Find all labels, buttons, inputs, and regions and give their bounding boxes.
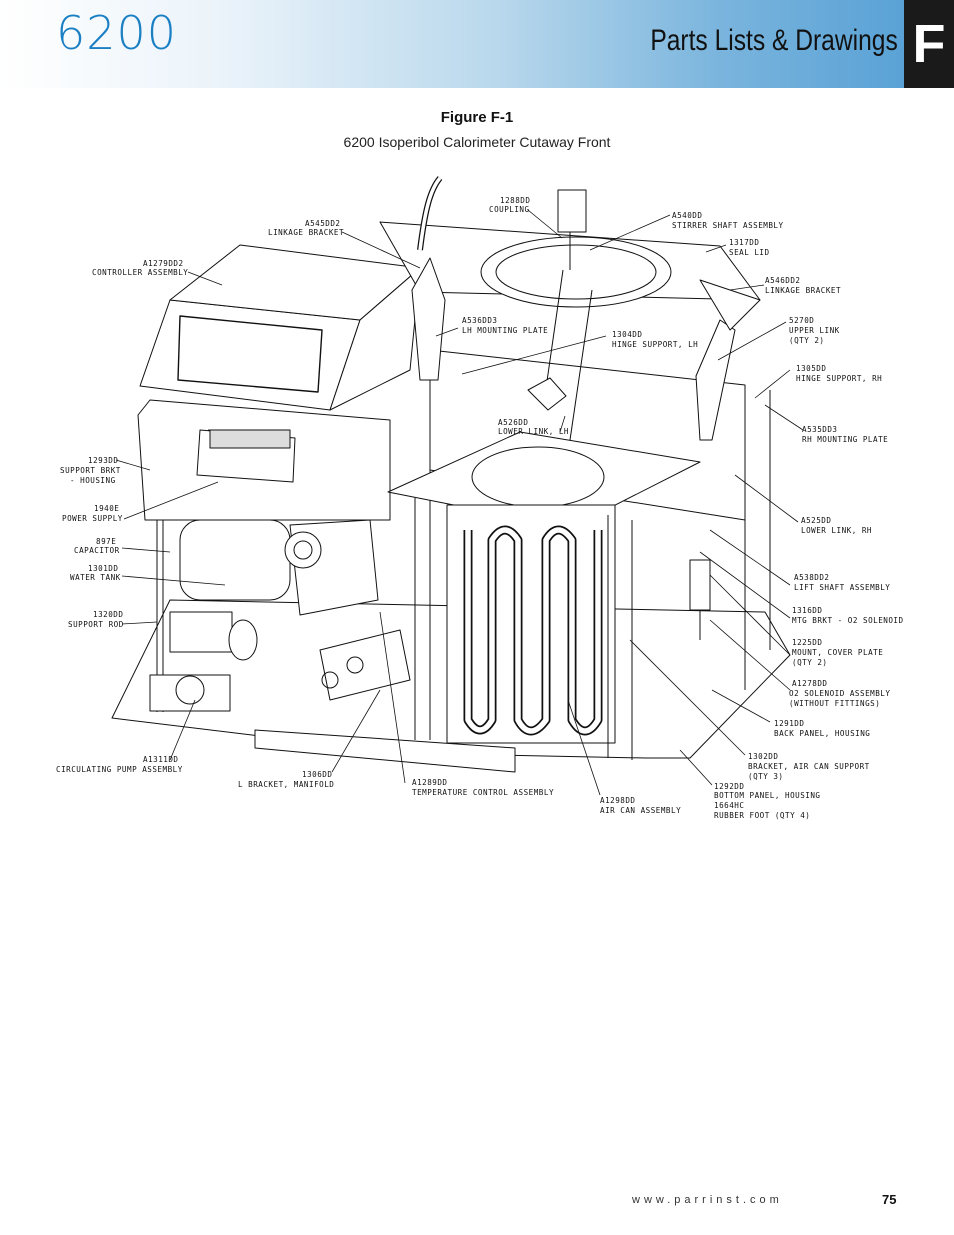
callout-1302dd-desc: BRACKET, AIR CAN SUPPORT (748, 762, 870, 771)
callout-a1311dd-code: A1311DD (143, 755, 179, 764)
callout-1301dd-desc: WATER TANK (70, 573, 121, 582)
callout-a540dd-code: A540DD (672, 211, 702, 220)
callout-a546dd2-code: A546DD2 (765, 276, 801, 285)
callout-a536dd3-code: A536DD3 (462, 316, 498, 325)
callout-a538dd2-desc: LIFT SHAFT ASSEMBLY (794, 583, 890, 592)
cutaway-drawing: 1288DD COUPLING A545DD2 LINKAGE BRACKET … (56, 176, 904, 820)
callout-1664hc-code: 1664HC (714, 801, 744, 810)
callout-a535dd3-code: A535DD3 (802, 425, 838, 434)
model-number: 6200 (56, 6, 178, 60)
callout-1288dd-code: 1288DD (500, 196, 530, 205)
callout-a546dd2-desc: LINKAGE BRACKET (765, 286, 841, 295)
callout-a536dd3-desc: LH MOUNTING PLATE (462, 326, 548, 335)
callout-a1278dd-note: (WITHOUT FITTINGS) (789, 699, 880, 708)
callout-a545dd2-desc: LINKAGE BRACKET (268, 228, 344, 237)
callout-1306dd-code: 1306DD (302, 770, 332, 779)
figure-caption: 6200 Isoperibol Calorimeter Cutaway Fron… (343, 134, 611, 150)
callout-1292dd-desc: BOTTOM PANEL, HOUSING (714, 791, 821, 800)
section-title: Parts Lists & Drawings (650, 24, 898, 57)
callout-1317dd-code: 1317DD (729, 238, 759, 247)
callout-labels: 1288DD COUPLING A545DD2 LINKAGE BRACKET … (56, 196, 904, 820)
callout-a1298dd-desc: AIR CAN ASSEMBLY (600, 806, 681, 815)
callout-1940e-desc: POWER SUPPLY (62, 514, 123, 523)
callout-a525dd-code: A525DD (801, 516, 831, 525)
callout-a1278dd-code: A1278DD (792, 679, 828, 688)
callout-a1289dd-code: A1289DD (412, 778, 448, 787)
callout-a1298dd-code: A1298DD (600, 796, 636, 805)
callout-1320dd-desc: SUPPORT ROD (68, 620, 124, 629)
callout-1291dd-code: 1291DD (774, 719, 804, 728)
callout-1302dd-code: 1302DD (748, 752, 778, 761)
callout-a526dd-code: A526DD (498, 418, 528, 427)
callout-a538dd2-code: A538DD2 (794, 573, 830, 582)
callout-897e-code: 897E (96, 537, 116, 546)
callout-leaders (115, 209, 804, 796)
callout-897e-desc: CAPACITOR (74, 546, 120, 555)
figure-label: Figure F-1 (440, 109, 514, 126)
callout-1304dd-desc: HINGE SUPPORT, LH (612, 340, 698, 349)
callout-a1289dd-desc: TEMPERATURE CONTROL ASSEMBLY (412, 788, 554, 797)
callout-a1278dd-desc: O2 SOLENOID ASSEMBLY (789, 689, 890, 698)
callout-a525dd-desc: LOWER LINK, RH (801, 526, 872, 535)
callout-a545dd2-code: A545DD2 (305, 219, 341, 228)
callout-1320dd-code: 1320DD (93, 610, 123, 619)
drawing-linework (111, 176, 791, 773)
callout-1293dd-desc2: - HOUSING (70, 476, 116, 485)
callout-1225dd-code: 1225DD (792, 638, 822, 647)
callout-1305dd-desc: HINGE SUPPORT, RH (796, 374, 882, 383)
callout-1316dd-desc: MTG BRKT - O2 SOLENOID (792, 616, 904, 625)
callout-a1279dd2-desc: CONTROLLER ASSEMBLY (92, 268, 188, 277)
callout-1293dd-code: 1293DD (88, 456, 118, 465)
callout-a526dd-desc: LOWER LINK, LH (498, 427, 569, 436)
callout-1225dd-desc: MOUNT, COVER PLATE (792, 648, 883, 657)
callout-1301dd-code: 1301DD (88, 564, 118, 573)
page-number: 75 (882, 1192, 897, 1207)
callout-a540dd-desc: STIRRER SHAFT ASSEMBLY (672, 221, 784, 230)
callout-1940e-code: 1940E (94, 504, 119, 513)
callout-1293dd-desc: SUPPORT BRKT (60, 466, 121, 475)
callout-1302dd-qty: (QTY 3) (748, 772, 784, 781)
page-header-band (0, 0, 904, 88)
callout-a1279dd2-code: A1279DD2 (143, 259, 184, 268)
callout-1664hc-desc: RUBBER FOOT (QTY 4) (714, 811, 810, 820)
callout-1292dd-code: 1292DD (714, 782, 744, 791)
footer-website[interactable]: www.parrinst.com (632, 1194, 783, 1206)
callout-1288dd-desc: COUPLING (489, 205, 530, 214)
callout-a535dd3-desc: RH MOUNTING PLATE (802, 435, 888, 444)
callout-1305dd-code: 1305DD (796, 364, 826, 373)
callout-1304dd-code: 1304DD (612, 330, 642, 339)
callout-1306dd-desc: L BRACKET, MANIFOLD (238, 780, 334, 789)
callout-1225dd-qty: (QTY 2) (792, 658, 828, 667)
callout-1316dd-code: 1316DD (792, 606, 822, 615)
callout-1291dd-desc: BACK PANEL, HOUSING (774, 729, 870, 738)
callout-5270d-qty: (QTY 2) (789, 336, 825, 345)
callout-1317dd-desc: SEAL LID (729, 248, 770, 257)
section-tab: F (904, 0, 954, 88)
callout-5270d-code: 5270D (789, 316, 814, 325)
callout-a1311dd-desc: CIRCULATING PUMP ASSEMBLY (56, 765, 183, 774)
callout-5270d-desc: UPPER LINK (789, 326, 840, 335)
